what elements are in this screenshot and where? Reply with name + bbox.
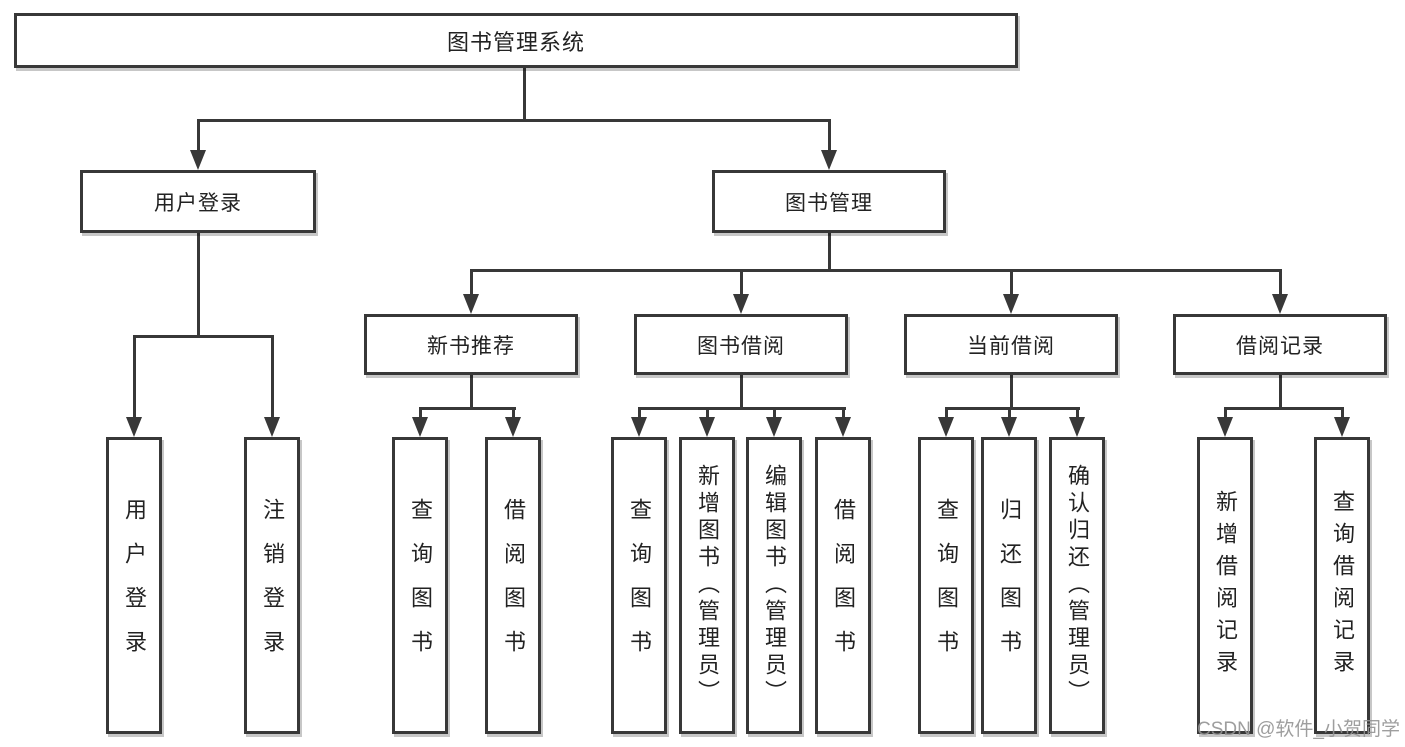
leaf-add-borrow-record: 新增借阅记录 — [1197, 437, 1253, 734]
leaf-edit-books-admin: 编辑图书（管理员） — [746, 437, 802, 734]
node-label: 确认归还（管理员） — [1065, 464, 1090, 707]
node-label: 图书借阅 — [697, 334, 785, 358]
connector-line — [197, 231, 200, 338]
connector-line — [740, 373, 743, 410]
leaf-confirm-return-admin: 确认归还（管理员） — [1049, 437, 1105, 734]
connector-line — [197, 119, 831, 122]
node-new-book-recommendation: 新书推荐 — [364, 314, 578, 375]
connector-line — [1224, 407, 1344, 410]
connector-line — [773, 407, 776, 420]
connector-line — [133, 335, 274, 338]
leaf-query-borrow-record: 查询借阅记录 — [1314, 437, 1370, 734]
connector-line — [512, 407, 515, 420]
arrow-down-icon — [1334, 417, 1350, 437]
connector-line — [470, 269, 1281, 272]
connector-line — [828, 119, 831, 153]
connector-line — [271, 335, 274, 420]
node-book-borrowing: 图书借阅 — [634, 314, 848, 375]
node-label: 用户登录 — [122, 497, 147, 674]
arrow-down-icon — [699, 417, 715, 437]
arrow-down-icon — [631, 417, 647, 437]
node-label: 新增图书（管理员） — [695, 464, 720, 707]
leaf-query-books-current: 查询图书 — [918, 437, 974, 734]
leaf-return-books: 归还图书 — [981, 437, 1037, 734]
csdn-watermark: CSDN @软件_小贺同学 — [1197, 719, 1400, 740]
arrow-down-icon — [1001, 417, 1017, 437]
node-current-borrowing: 当前借阅 — [904, 314, 1118, 375]
connector-line — [945, 407, 948, 420]
connector-line — [523, 66, 526, 122]
arrow-down-icon — [1272, 294, 1288, 314]
node-label: 编辑图书（管理员） — [762, 464, 787, 707]
arrow-down-icon — [1003, 294, 1019, 314]
arrow-down-icon — [505, 417, 521, 437]
node-label: 新书推荐 — [427, 334, 515, 358]
connector-line — [1010, 373, 1013, 410]
connector-line — [945, 407, 1080, 410]
arrow-down-icon — [1069, 417, 1085, 437]
node-label: 查询图书 — [934, 497, 959, 674]
node-library-management-system: 图书管理系统 — [14, 13, 1018, 68]
arrow-down-icon — [835, 417, 851, 437]
leaf-query-books-borrowing: 查询图书 — [611, 437, 667, 734]
node-label: 图书管理系统 — [446, 29, 585, 55]
connector-line — [419, 407, 422, 420]
connector-line — [470, 269, 473, 297]
arrow-down-icon — [412, 417, 428, 437]
connector-line — [1279, 269, 1282, 297]
leaf-query-books-recommend: 查询图书 — [392, 437, 448, 734]
connector-line — [638, 407, 846, 410]
connector-line — [197, 119, 200, 153]
arrow-down-icon — [766, 417, 782, 437]
node-label: 查询借阅记录 — [1330, 489, 1355, 682]
node-label: 借阅图书 — [831, 497, 856, 674]
node-label: 图书管理 — [785, 191, 873, 215]
leaf-borrow-books-recommend: 借阅图书 — [485, 437, 541, 734]
connector-line — [1224, 407, 1227, 420]
connector-line — [1008, 407, 1011, 420]
arrow-down-icon — [264, 417, 280, 437]
connector-line — [706, 407, 709, 420]
connector-line — [828, 231, 831, 272]
arrow-down-icon — [733, 294, 749, 314]
node-borrowing-records: 借阅记录 — [1173, 314, 1387, 375]
node-label: 当前借阅 — [967, 334, 1055, 358]
node-label: 借阅图书 — [501, 497, 526, 674]
connector-line — [470, 373, 473, 410]
node-label: 注销登录 — [260, 497, 285, 674]
connector-line — [1076, 407, 1079, 420]
leaf-borrow-books-borrowing: 借阅图书 — [815, 437, 871, 734]
connector-line — [1279, 373, 1282, 410]
connector-line — [842, 407, 845, 420]
arrow-down-icon — [126, 417, 142, 437]
node-label: 归还图书 — [997, 497, 1022, 674]
arrow-down-icon — [190, 150, 206, 170]
connector-line — [638, 407, 641, 420]
leaf-logout: 注销登录 — [244, 437, 300, 734]
leaf-user-login: 用户登录 — [106, 437, 162, 734]
arrow-down-icon — [1217, 417, 1233, 437]
node-label: 借阅记录 — [1236, 334, 1324, 358]
node-label: 查询图书 — [627, 497, 652, 674]
node-label: 新增借阅记录 — [1213, 489, 1238, 682]
node-label: 查询图书 — [408, 497, 433, 674]
connector-line — [1010, 269, 1013, 297]
arrow-down-icon — [938, 417, 954, 437]
node-label: 用户登录 — [154, 191, 242, 215]
connector-line — [133, 335, 136, 420]
arrow-down-icon — [821, 150, 837, 170]
connector-line — [419, 407, 516, 410]
node-book-management: 图书管理 — [712, 170, 946, 233]
arrow-down-icon — [463, 294, 479, 314]
leaf-add-books-admin: 新增图书（管理员） — [679, 437, 735, 734]
connector-line — [740, 269, 743, 297]
connector-line — [1341, 407, 1344, 420]
node-user-login: 用户登录 — [80, 170, 316, 233]
